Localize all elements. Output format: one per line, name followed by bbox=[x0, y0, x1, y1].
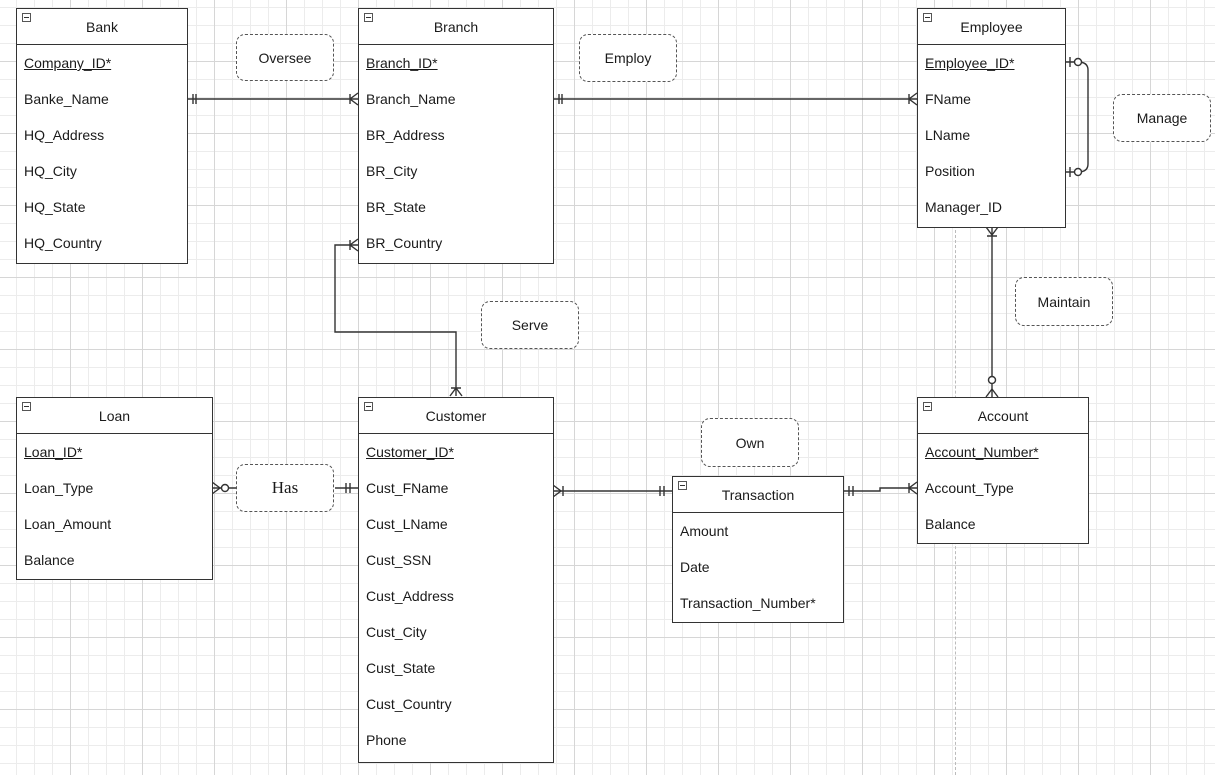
entity-title: Loan bbox=[98, 408, 131, 424]
attribute[interactable]: Balance bbox=[24, 552, 75, 568]
entity-title: Transaction bbox=[721, 487, 795, 503]
entity-account[interactable]: Account Account_Number* Account_Type Bal… bbox=[917, 397, 1089, 544]
entity-transaction-header[interactable]: Transaction bbox=[673, 477, 843, 513]
connector-employee-manage[interactable] bbox=[1065, 57, 1089, 177]
attribute[interactable]: Cust_City bbox=[366, 624, 427, 640]
collapse-icon[interactable] bbox=[364, 402, 373, 411]
connector-transaction-account[interactable] bbox=[843, 481, 918, 496]
attribute[interactable]: Cust_State bbox=[366, 660, 436, 676]
connector-bank-branch[interactable] bbox=[187, 92, 359, 106]
connector-employee-account[interactable] bbox=[985, 226, 999, 398]
attribute[interactable]: Cust_Country bbox=[366, 696, 452, 712]
collapse-icon[interactable] bbox=[678, 481, 687, 490]
attribute[interactable]: LName bbox=[925, 127, 971, 143]
attribute-primary-key[interactable]: Loan_ID* bbox=[24, 444, 83, 460]
attribute[interactable]: Manager_ID bbox=[925, 199, 1003, 215]
collapse-icon[interactable] bbox=[923, 402, 932, 411]
connector-customer-transaction[interactable] bbox=[552, 484, 672, 498]
attribute[interactable]: FName bbox=[925, 91, 971, 107]
entity-employee[interactable]: Employee Employee_ID* FName LName Positi… bbox=[917, 8, 1066, 228]
entity-employee-header[interactable]: Employee bbox=[918, 9, 1065, 45]
relationship-manage[interactable]: Manage bbox=[1113, 94, 1211, 142]
entity-customer[interactable]: Customer Customer_ID* Cust_FName Cust_LN… bbox=[358, 397, 554, 763]
entity-bank-header[interactable]: Bank bbox=[17, 9, 187, 45]
relationship-maintain[interactable]: Maintain bbox=[1015, 277, 1113, 326]
attribute-primary-key[interactable]: Company_ID* bbox=[24, 55, 112, 71]
relationship-serve[interactable]: Serve bbox=[481, 301, 579, 349]
attribute[interactable]: Loan_Amount bbox=[24, 516, 112, 532]
collapse-icon[interactable] bbox=[364, 13, 373, 22]
entity-title: Customer bbox=[425, 408, 487, 424]
attribute[interactable]: BR_Address bbox=[366, 127, 445, 143]
attribute[interactable]: BR_State bbox=[366, 199, 426, 215]
attribute[interactable]: Cust_LName bbox=[366, 516, 448, 532]
attribute[interactable]: Loan_Type bbox=[24, 480, 94, 496]
attribute[interactable]: Branch_Name bbox=[366, 91, 456, 107]
attribute[interactable]: Cust_Address bbox=[366, 588, 454, 604]
attribute-primary-key[interactable]: Account_Number* bbox=[925, 444, 1039, 460]
entity-customer-header[interactable]: Customer bbox=[359, 398, 553, 434]
attribute[interactable]: Cust_FName bbox=[366, 480, 449, 496]
attribute-primary-key[interactable]: Customer_ID* bbox=[366, 444, 454, 460]
attribute[interactable]: Date bbox=[680, 559, 710, 575]
collapse-icon[interactable] bbox=[923, 13, 932, 22]
entity-account-header[interactable]: Account bbox=[918, 398, 1088, 434]
connector-branch-customer[interactable] bbox=[334, 238, 463, 397]
entity-loan[interactable]: Loan Loan_ID* Loan_Type Loan_Amount Bala… bbox=[16, 397, 213, 580]
relationship-own[interactable]: Own bbox=[701, 418, 799, 467]
entity-title: Employee bbox=[960, 19, 1023, 35]
entity-title: Bank bbox=[86, 19, 118, 35]
entity-title: Account bbox=[977, 408, 1029, 424]
attribute[interactable]: Banke_Name bbox=[24, 91, 109, 107]
connector-loan-customer[interactable] bbox=[211, 481, 358, 495]
attribute-primary-key[interactable]: Branch_ID* bbox=[366, 55, 438, 71]
relationship-has[interactable]: Has bbox=[236, 464, 334, 512]
attribute[interactable]: Account_Type bbox=[925, 480, 1014, 496]
relationship-employ[interactable]: Employ bbox=[579, 34, 677, 82]
attribute[interactable]: Phone bbox=[366, 732, 407, 748]
attribute[interactable]: HQ_Address bbox=[24, 127, 105, 143]
entity-branch-header[interactable]: Branch bbox=[359, 9, 553, 45]
attribute[interactable]: Transaction_Number* bbox=[680, 595, 816, 611]
entity-bank[interactable]: Bank Company_ID* Banke_Name HQ_Address H… bbox=[16, 8, 188, 264]
attribute[interactable]: BR_Country bbox=[366, 235, 443, 251]
attribute[interactable]: HQ_State bbox=[24, 199, 86, 215]
attribute[interactable]: BR_City bbox=[366, 163, 418, 179]
entity-title: Branch bbox=[433, 19, 479, 35]
collapse-icon[interactable] bbox=[22, 402, 31, 411]
collapse-icon[interactable] bbox=[22, 13, 31, 22]
entity-loan-header[interactable]: Loan bbox=[17, 398, 212, 434]
entity-transaction[interactable]: Transaction Amount Date Transaction_Numb… bbox=[672, 476, 844, 623]
entity-branch[interactable]: Branch Branch_ID* Branch_Name BR_Address… bbox=[358, 8, 554, 264]
connector-branch-employee[interactable] bbox=[553, 92, 918, 106]
attribute-primary-key[interactable]: Employee_ID* bbox=[925, 55, 1015, 71]
attribute[interactable]: Cust_SSN bbox=[366, 552, 432, 568]
attribute[interactable]: HQ_City bbox=[24, 163, 77, 179]
relationship-oversee[interactable]: Oversee bbox=[236, 34, 334, 81]
attribute[interactable]: Position bbox=[925, 163, 975, 179]
attribute[interactable]: Balance bbox=[925, 516, 976, 532]
attribute[interactable]: HQ_Country bbox=[24, 235, 102, 251]
attribute[interactable]: Amount bbox=[680, 523, 729, 539]
